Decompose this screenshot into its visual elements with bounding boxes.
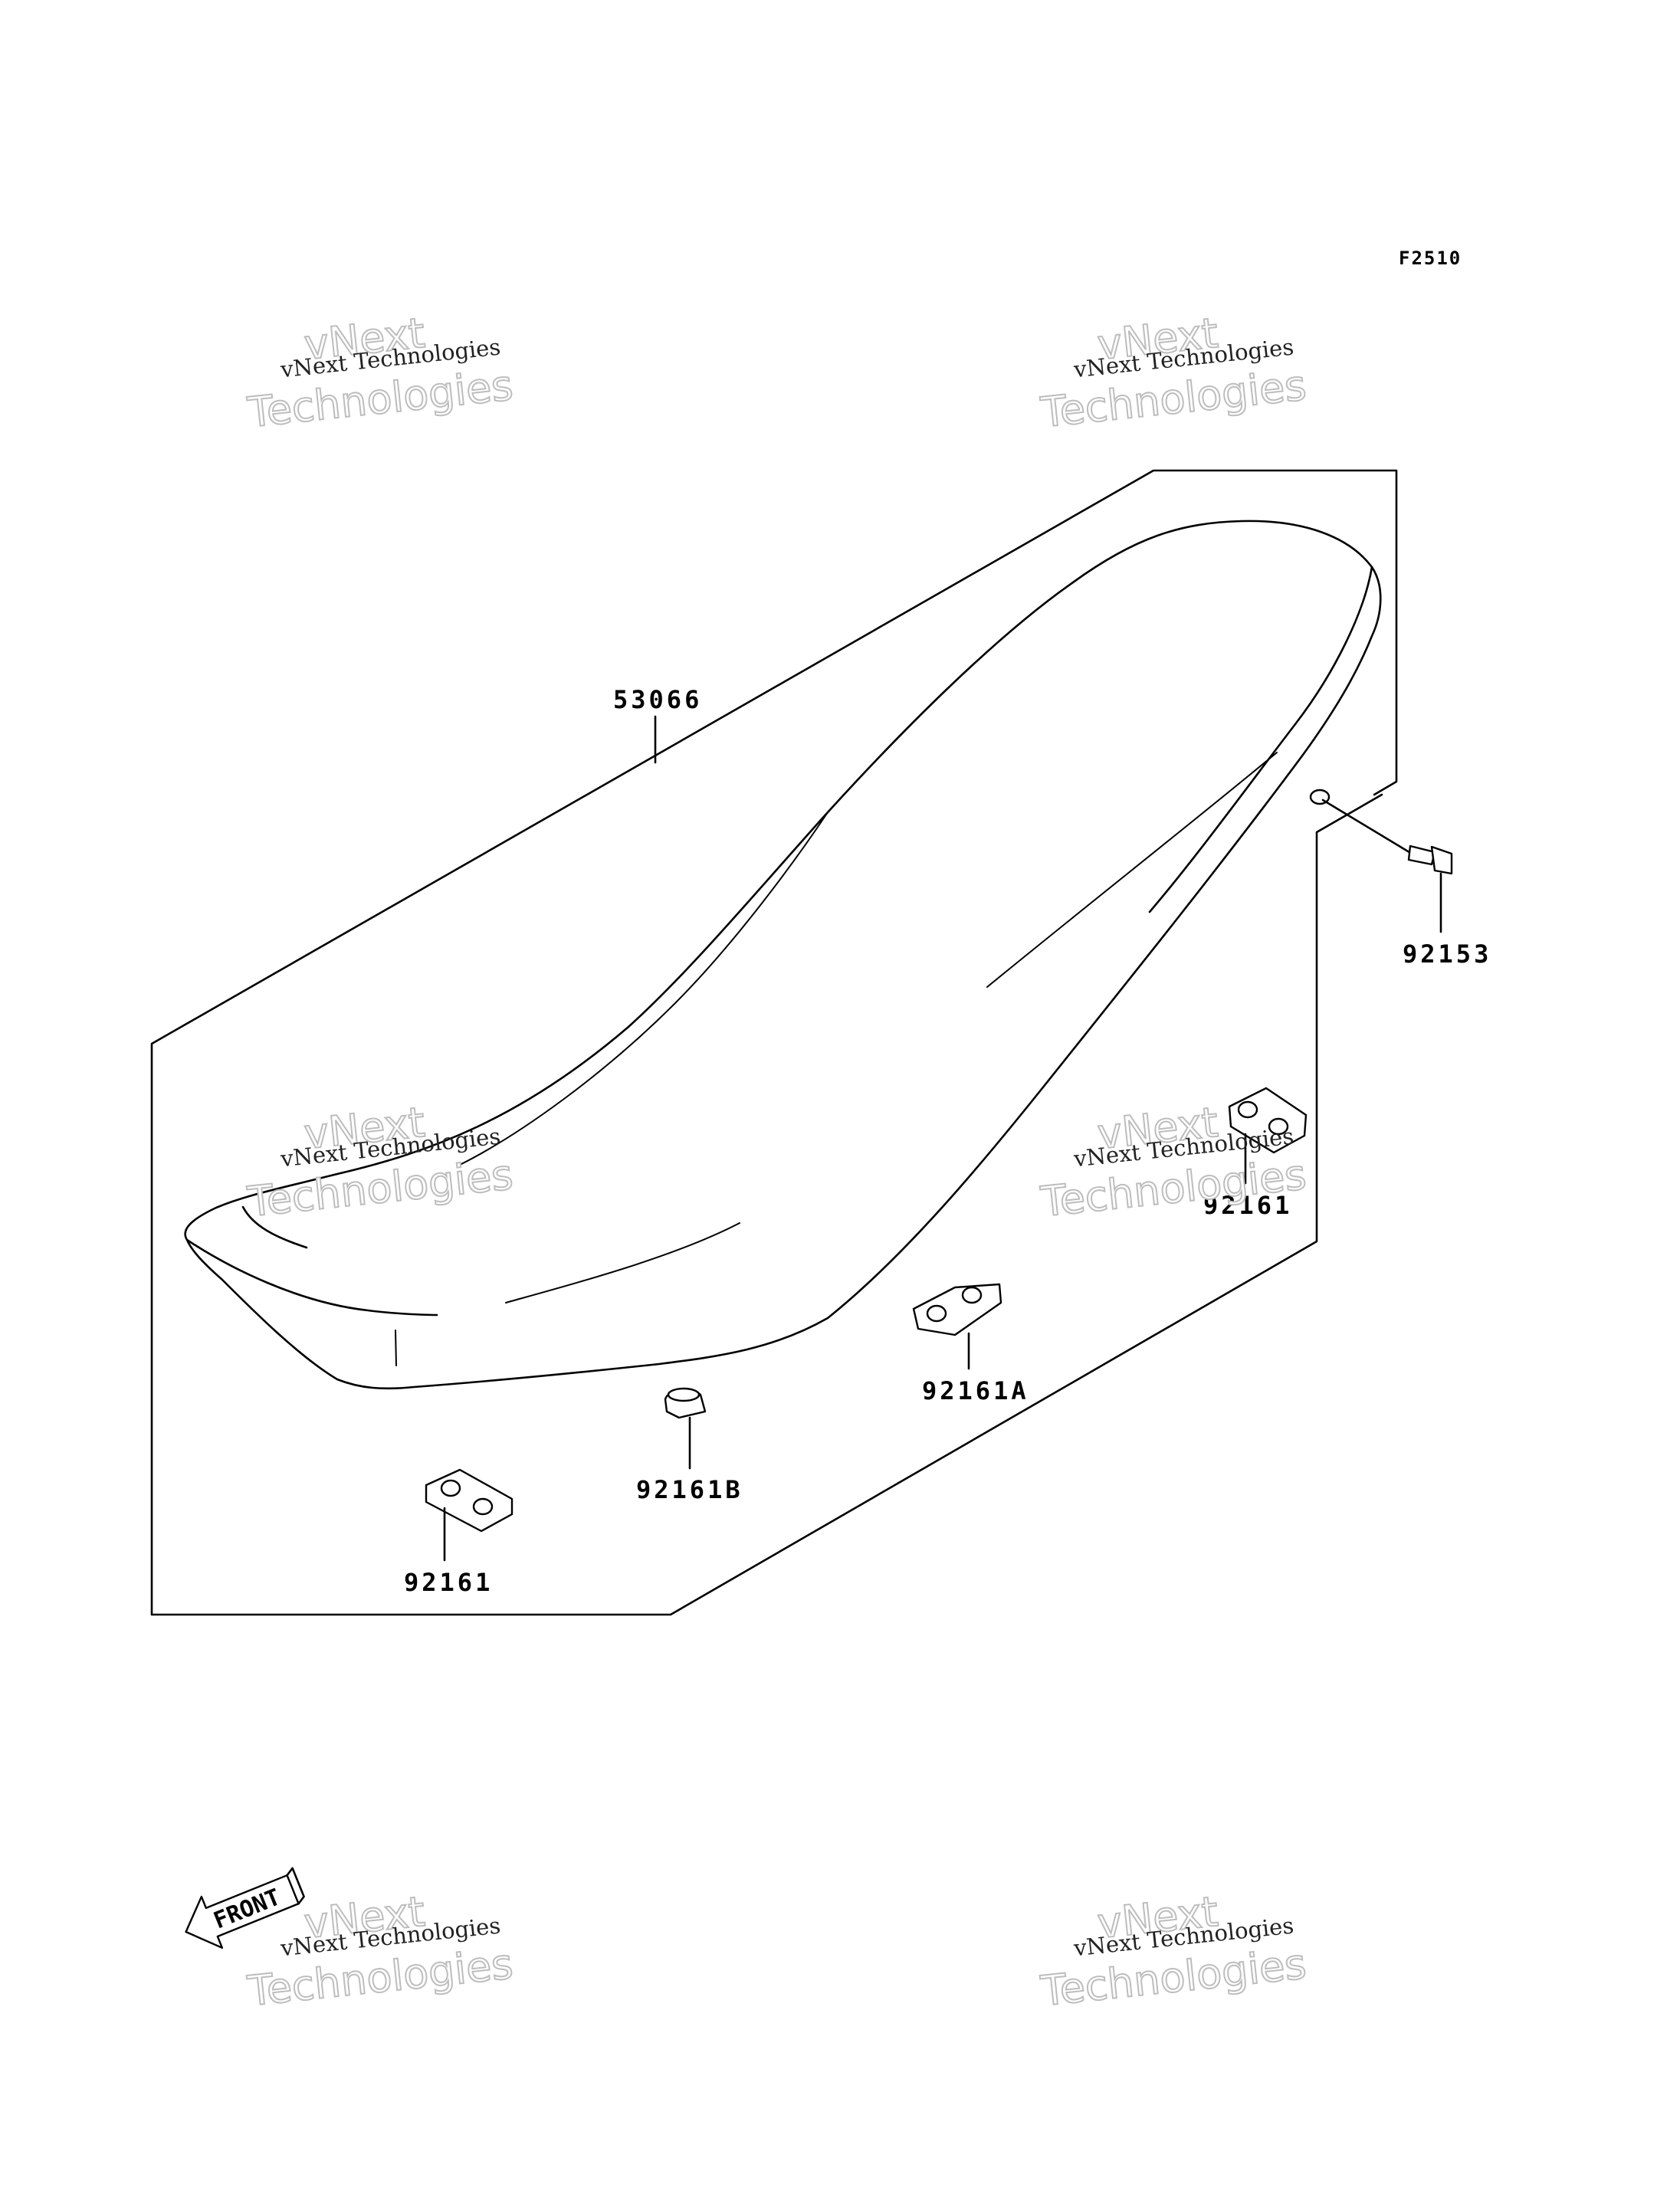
damper-92161-right xyxy=(1228,1087,1308,1185)
part-label-53066: 53066 xyxy=(613,685,702,714)
part-label-92161b: 92161B xyxy=(636,1475,743,1504)
damper-92161a xyxy=(912,1283,1002,1370)
assembly-outline xyxy=(150,469,1398,1616)
part-label-92161a: 92161A xyxy=(922,1376,1029,1405)
figure-code: F2510 xyxy=(1399,248,1462,269)
seat-drawing xyxy=(184,520,1382,1390)
part-label-92161-left: 92161 xyxy=(404,1568,493,1597)
watermark-top-right: vNext vNext Technologies Technologies xyxy=(1038,308,1310,438)
part-label-92161-right: 92161 xyxy=(1203,1191,1292,1220)
part-label-92153: 92153 xyxy=(1403,939,1491,969)
bolt-92153 xyxy=(1321,798,1453,933)
damper-92161-left xyxy=(425,1468,514,1562)
watermark-mid-left: vNext vNext Technologies Technologies xyxy=(244,1097,517,1227)
watermark-top-left: vNext vNext Technologies Technologies xyxy=(244,308,517,438)
damper-92161b xyxy=(664,1387,707,1470)
watermark-bottom-right: vNext vNext Technologies Technologies xyxy=(1038,1887,1310,2016)
